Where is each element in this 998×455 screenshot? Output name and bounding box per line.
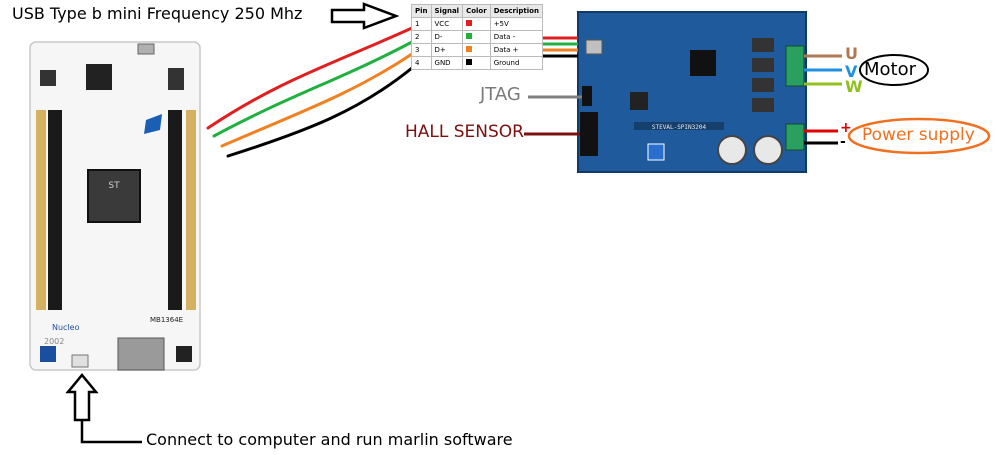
evb-chip (690, 50, 716, 76)
user-button (40, 346, 56, 362)
pin-table-cell: D- (430, 30, 464, 44)
pin-table-cell: +5V (489, 17, 543, 31)
pin-table-cell: Data + (489, 43, 543, 57)
mosfet-2 (752, 58, 774, 72)
evb-usb-port (585, 39, 603, 55)
pin-table-header: Signal (430, 4, 464, 18)
jtag-label: JTAG (480, 84, 521, 105)
right-header (168, 110, 182, 310)
pin-table-header: Pin (411, 4, 432, 18)
color-swatch (466, 20, 473, 26)
mosfet-3 (752, 78, 774, 92)
power-terminal (785, 123, 805, 151)
stlink-chip (86, 64, 112, 90)
nucleo-number-text: 2002 (44, 337, 64, 346)
pin-table-header-row: Pin Signal Color Description (411, 4, 543, 18)
motor-terminal (785, 45, 805, 87)
plus-label: + (840, 120, 852, 136)
pin-table-cell: Data - (489, 30, 543, 44)
table-to-board-wires (538, 36, 578, 58)
phase-v-label: V (845, 62, 858, 81)
wire-gnd (226, 66, 414, 158)
capacitor-2 (753, 135, 783, 165)
mosfet-4 (752, 98, 774, 112)
pin-table-header: Color (462, 4, 491, 18)
phase-w-label: W (845, 77, 863, 96)
nucleo-logo-text: Nucleo (52, 323, 80, 332)
pin-table-cell: 1 (411, 17, 432, 31)
color-swatch (466, 46, 473, 52)
reset-button (176, 346, 192, 362)
capacitor-1 (717, 135, 747, 165)
motor-outline (859, 54, 929, 86)
pin-color-cell (462, 30, 491, 44)
hall-sensor-label: HALL SENSOR (405, 122, 524, 142)
evb-name-text: STEVAL-SPIN3204 (652, 124, 707, 131)
color-swatch (466, 59, 473, 65)
left-gold-pins (36, 110, 46, 310)
pin-color-cell (462, 43, 491, 57)
jumper-block-2 (168, 68, 184, 90)
phase-u-label: U (845, 44, 858, 63)
nucleo-board: ST Nucleo MB1364E 2002 (29, 41, 201, 371)
left-header (48, 110, 62, 310)
pin-table-cell: 2 (411, 30, 432, 44)
pin-table-cell: Ground (489, 56, 543, 70)
wire-vcc (206, 26, 414, 130)
motor-label: Motor (864, 59, 917, 80)
power-supply-outline (847, 117, 991, 155)
connector-line (80, 420, 142, 444)
wire-d-minus (212, 40, 414, 138)
up-arrow-icon (65, 373, 99, 422)
pin-table-cell: VCC (430, 17, 464, 31)
nucleo-bottom-usb (71, 354, 89, 368)
evb-name-plate (634, 122, 724, 130)
usb-frequency-label: USB Type b mini Frequency 250 Mhz (12, 4, 303, 23)
main-mcu (87, 169, 141, 223)
pin-table-header: Description (489, 4, 543, 18)
potentiometer (647, 143, 665, 161)
usb-cable-wires (206, 26, 414, 158)
pin-table-cell: 3 (411, 43, 432, 57)
evb-chip-2 (630, 92, 648, 110)
right-arrow-icon (330, 2, 400, 30)
hall-connector (580, 112, 598, 156)
mosfet-1 (752, 38, 774, 52)
minus-label: - (840, 134, 846, 150)
nucleo-top-usb (137, 43, 155, 55)
pin-table-cell: D+ (430, 43, 464, 57)
st-logo-icon (144, 114, 162, 134)
evaluation-board: STEVAL-SPIN3204 (577, 11, 807, 173)
power-supply-label: Power supply (862, 125, 975, 145)
connect-instruction-label: Connect to computer and run marlin softw… (146, 430, 513, 449)
nucleo-model-text: MB1364E (150, 316, 183, 324)
pin-table-cell: 4 (411, 56, 432, 70)
wire-d-plus (220, 52, 414, 148)
jtag-connector (582, 86, 592, 106)
pin-color-cell (462, 17, 491, 31)
ethernet-port (117, 337, 165, 371)
right-gold-pins (186, 110, 196, 310)
svg-text:ST: ST (108, 181, 120, 191)
pin-table-cell: GND (430, 56, 464, 70)
jumper-block (40, 70, 56, 86)
pin-color-cell (462, 56, 491, 70)
color-swatch (466, 33, 473, 39)
